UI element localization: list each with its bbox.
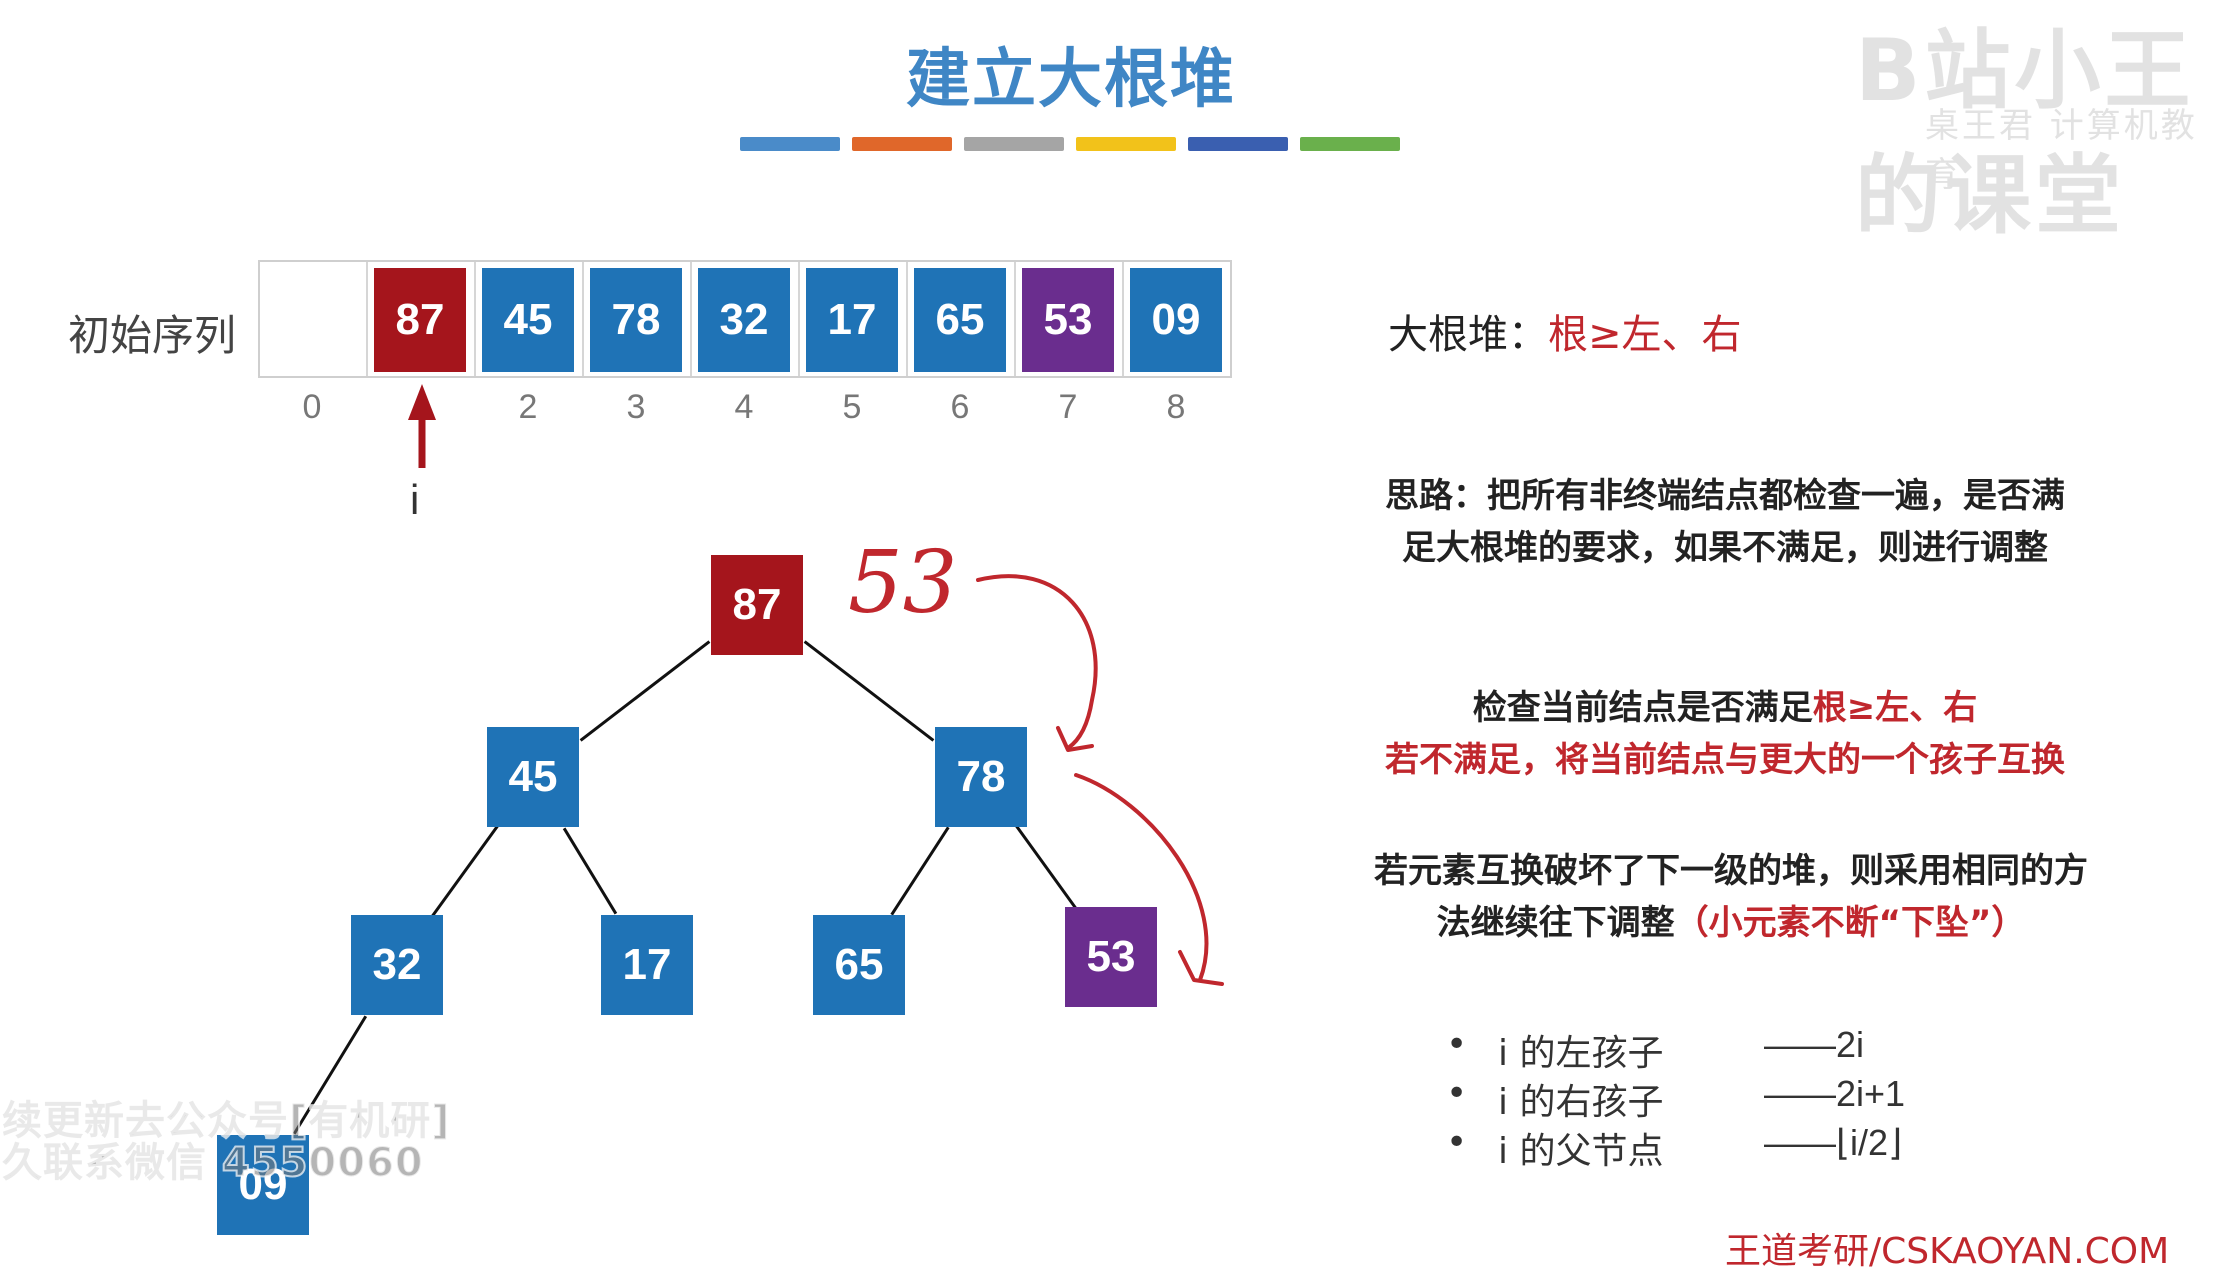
heap-definition-prefix: 大根堆：	[1388, 312, 1548, 358]
array-index: 4	[734, 388, 754, 426]
check-line: 检查当前结点是否满足根≥左、右	[1330, 682, 2120, 734]
overlay-watermark-line-1: 续更新去公众号[有机研]	[1, 1097, 451, 1145]
array-cell-divider	[906, 262, 908, 376]
array-index: 6	[950, 388, 970, 426]
array-label: 初始序列	[68, 311, 237, 360]
array-cell-divider	[1014, 262, 1016, 376]
array-cell	[266, 268, 358, 372]
array-cell: 78	[590, 268, 682, 372]
tree-edge	[803, 640, 935, 742]
tree-edge	[430, 824, 500, 918]
array-cell: 32	[698, 268, 790, 372]
array-cell: 45	[482, 268, 574, 372]
sink-note: （小元素不断“下坠”）	[1674, 903, 2026, 943]
tree-node: 78	[935, 727, 1027, 827]
array-cell-divider	[1122, 262, 1124, 376]
formula-label: i 的右孩子	[1498, 1082, 1664, 1123]
array-cell-divider	[582, 262, 584, 376]
idea-line-2: 足大根堆的要求，如果不满足，则进行调整	[1402, 528, 2048, 568]
formula-value: ——2i+1	[1764, 1073, 1906, 1114]
swap-arrow-root	[976, 574, 1098, 750]
array-cell-divider	[690, 262, 692, 376]
array-cell-divider	[366, 262, 368, 376]
sink-paragraph: 若元素互换破坏了下一级的堆，则采用相同的方 法继续往下调整（小元素不断“下坠”）	[1316, 845, 2146, 949]
color-strip-segment	[1188, 137, 1288, 151]
tree-node: 65	[813, 915, 905, 1015]
check-prefix: 检查当前结点是否满足	[1472, 688, 1813, 728]
array-index: 2	[518, 388, 538, 426]
check-paragraph: 检查当前结点是否满足根≥左、右 若不满足，将当前结点与更大的一个孩子互换	[1330, 682, 2120, 786]
handwritten-annotation: 53	[848, 533, 957, 633]
formula-label: i 的左孩子	[1498, 1033, 1664, 1074]
array-cell: 87	[374, 268, 466, 372]
color-strip-segment	[740, 137, 840, 151]
tree-edge	[562, 827, 618, 915]
color-strip-segment	[1300, 137, 1400, 151]
array-cell: 17	[806, 268, 898, 372]
array-cell: 09	[1130, 268, 1222, 372]
array-index: 0	[302, 388, 322, 426]
array-cell-divider	[474, 262, 476, 376]
tree-node: 87	[711, 555, 803, 655]
tree-edge	[1014, 824, 1078, 910]
bullet-icon: •	[1446, 1073, 1468, 1114]
tree-node: 09	[217, 1135, 309, 1235]
pointer-arrow-head	[408, 384, 436, 420]
tree-node: 17	[601, 915, 693, 1015]
slide-title: 建立大根堆	[906, 43, 1236, 117]
formula-label: i 的父节点	[1498, 1131, 1664, 1172]
watermark-subtitle: 桌王君 计算机教育	[1925, 106, 2198, 195]
tree-node: 53	[1065, 907, 1157, 1007]
sink-line-2: 法继续往下调整（小元素不断“下坠”）	[1316, 897, 2146, 949]
array-index: 7	[1058, 388, 1078, 426]
sink-prefix: 法继续往下调整	[1436, 903, 1675, 943]
formula-item: • i 的父节点 ——⌊i/2⌋	[1446, 1122, 1966, 1172]
array-cell-divider	[798, 262, 800, 376]
array-cell: 65	[914, 268, 1006, 372]
array-frame	[258, 260, 1232, 378]
bullet-icon: •	[1446, 1122, 1468, 1163]
formula-value: ——2i	[1764, 1024, 1865, 1065]
color-strip-segment	[964, 137, 1064, 151]
tree-edge	[890, 826, 950, 916]
tree-diagram: 53	[292, 384, 1224, 1135]
heap-definition: 大根堆：根≥左、右	[1388, 302, 1742, 360]
formula-item: • i 的左孩子 ——2i	[1446, 1024, 1966, 1074]
tree-node: 32	[351, 915, 443, 1015]
array-index: 5	[842, 388, 862, 426]
idea-paragraph: 思路：把所有非终端结点都检查一遍，是否满 足大根堆的要求，如果不满足，则进行调整	[1330, 470, 2120, 574]
check-rule: 根≥左、右	[1812, 688, 1978, 728]
color-strip-segment	[1076, 137, 1176, 151]
swap-line: 若不满足，将当前结点与更大的一个孩子互换	[1385, 740, 2065, 780]
swap-arrow-root-head	[1056, 726, 1094, 752]
array-index: 3	[626, 388, 646, 426]
footer-watermark: 王道考研/CSKAOYAN.COM	[1725, 1231, 2170, 1272]
color-strip	[740, 137, 1400, 151]
heap-definition-rule: 根≥左、右	[1548, 312, 1742, 358]
overlay-watermark-line-2: 久联系微信 4550060	[1, 1139, 424, 1187]
swap-arrow-child-head	[1178, 950, 1224, 986]
color-strip-segment	[852, 137, 952, 151]
formula-value: ——⌊i/2⌋	[1764, 1122, 1903, 1163]
pointer-label: i	[410, 476, 420, 523]
array-cell: 53	[1022, 268, 1114, 372]
tree-node: 45	[487, 727, 579, 827]
array-index: 8	[1166, 388, 1186, 426]
formula-item: • i 的右孩子 ——2i+1	[1446, 1073, 1966, 1123]
bullet-icon: •	[1446, 1024, 1468, 1065]
tree-edge	[292, 1015, 368, 1135]
swap-arrow-child	[1074, 773, 1209, 982]
watermark-logo: B站小王的课堂	[1855, 21, 2195, 246]
tree-edge	[579, 640, 711, 742]
idea-line-1: 思路：把所有非终端结点都检查一遍，是否满	[1385, 476, 2065, 516]
sink-line-1: 若元素互换破坏了下一级的堆，则采用相同的方	[1374, 851, 2088, 891]
